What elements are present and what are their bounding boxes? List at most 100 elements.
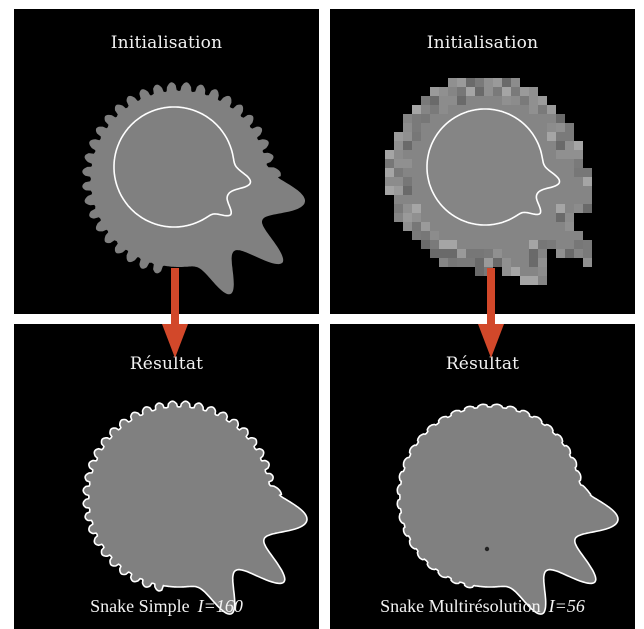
pixel-block xyxy=(421,222,430,231)
pixel-block xyxy=(511,78,520,87)
pixel-block xyxy=(574,195,583,204)
pixel-block xyxy=(448,186,457,195)
pixel-block xyxy=(538,105,547,114)
pixel-block xyxy=(448,132,457,141)
pixel-block xyxy=(538,258,547,267)
pixel-block xyxy=(403,114,412,123)
pixel-block xyxy=(448,168,457,177)
pixel-block xyxy=(448,177,457,186)
pixel-block xyxy=(466,213,475,222)
pixel-block xyxy=(421,231,430,240)
caption-method: Snake Simple xyxy=(90,596,190,616)
pixel-block xyxy=(484,222,493,231)
pixel-block xyxy=(466,114,475,123)
pixel-block xyxy=(466,195,475,204)
pixel-block xyxy=(430,87,439,96)
pixel-block xyxy=(430,105,439,114)
pixel-block xyxy=(484,123,493,132)
pixel-block xyxy=(394,159,403,168)
pixel-block xyxy=(403,150,412,159)
pixel-block xyxy=(520,150,529,159)
pixel-block xyxy=(511,222,520,231)
pixel-block xyxy=(421,240,430,249)
pixel-block xyxy=(457,222,466,231)
pixel-block xyxy=(520,276,529,285)
pixel-block xyxy=(556,222,565,231)
pixel-block xyxy=(466,240,475,249)
pixel-block xyxy=(439,114,448,123)
pixel-block xyxy=(430,240,439,249)
pixel-block xyxy=(529,150,538,159)
pixel-block xyxy=(448,105,457,114)
pixel-block xyxy=(466,177,475,186)
pixel-block xyxy=(520,249,529,258)
pixel-block xyxy=(529,249,538,258)
pixel-block xyxy=(511,249,520,258)
pixel-block xyxy=(457,87,466,96)
pixel-block xyxy=(421,186,430,195)
pixel-block xyxy=(484,87,493,96)
pixel-block xyxy=(403,204,412,213)
pixel-block xyxy=(421,132,430,141)
pixel-block xyxy=(520,195,529,204)
pixel-block xyxy=(421,168,430,177)
pixel-block xyxy=(529,114,538,123)
pixel-block xyxy=(412,204,421,213)
pixel-block xyxy=(403,195,412,204)
pixel-block xyxy=(412,231,421,240)
pixel-block xyxy=(484,78,493,87)
pixel-block xyxy=(565,150,574,159)
pixel-block xyxy=(475,240,484,249)
pixel-block xyxy=(457,150,466,159)
pixel-block xyxy=(547,177,556,186)
pixel-block xyxy=(475,222,484,231)
pixel-block xyxy=(565,186,574,195)
pixel-block xyxy=(565,231,574,240)
pixel-block xyxy=(457,159,466,168)
pixel-block xyxy=(511,195,520,204)
pixel-block xyxy=(511,258,520,267)
pixel-block xyxy=(547,204,556,213)
pixel-block xyxy=(538,231,547,240)
pixel-block xyxy=(493,186,502,195)
pixel-block xyxy=(574,231,583,240)
pixel-block xyxy=(457,123,466,132)
pixel-block xyxy=(439,150,448,159)
pixel-block xyxy=(484,132,493,141)
pixel-block xyxy=(457,177,466,186)
pixel-block xyxy=(565,123,574,132)
pixel-block xyxy=(511,231,520,240)
pixel-block xyxy=(556,213,565,222)
pixel-block xyxy=(484,177,493,186)
pixel-block xyxy=(529,96,538,105)
pixel-block xyxy=(394,141,403,150)
pixel-block xyxy=(556,195,565,204)
pixel-block xyxy=(466,249,475,258)
pixel-block xyxy=(439,186,448,195)
pixel-block xyxy=(511,168,520,177)
pixel-block xyxy=(538,249,547,258)
pixel-block xyxy=(493,78,502,87)
pixel-block xyxy=(529,267,538,276)
pixel-block xyxy=(583,186,592,195)
pixel-block xyxy=(412,150,421,159)
pixel-block xyxy=(475,204,484,213)
pixel-block xyxy=(511,240,520,249)
pixel-block xyxy=(412,123,421,132)
pixel-block xyxy=(403,168,412,177)
pixel-block xyxy=(394,195,403,204)
pixel-block xyxy=(574,177,583,186)
pixel-block xyxy=(502,240,511,249)
panel-title: Initialisation xyxy=(330,33,635,53)
pixel-block xyxy=(457,258,466,267)
pixel-block xyxy=(448,159,457,168)
pixel-block xyxy=(520,213,529,222)
pixel-block xyxy=(484,231,493,240)
pixel-block xyxy=(556,186,565,195)
pixel-block xyxy=(565,204,574,213)
pixel-block xyxy=(475,141,484,150)
pixel-block xyxy=(583,258,592,267)
pixel-block xyxy=(556,204,565,213)
pixel-block xyxy=(547,132,556,141)
pixel-block xyxy=(520,177,529,186)
